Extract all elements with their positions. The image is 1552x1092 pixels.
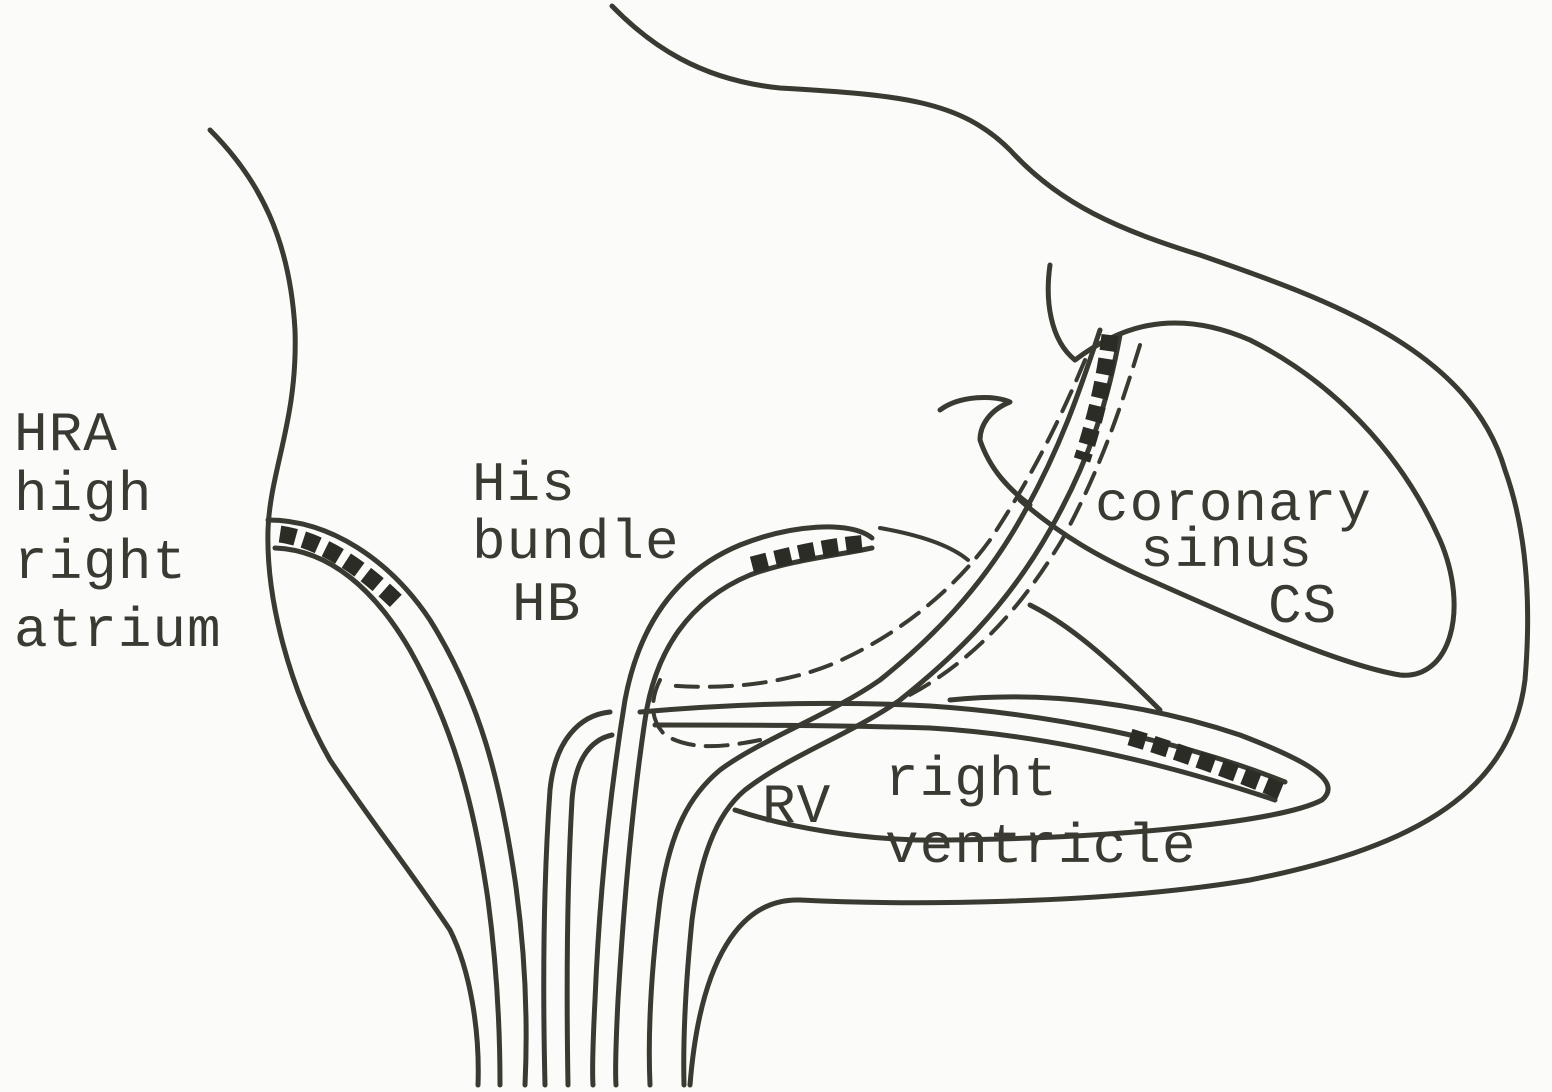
label-cs-line2: sinus xyxy=(1140,519,1313,583)
septal-line xyxy=(1030,605,1160,710)
label-his-abbr: HB xyxy=(512,573,581,637)
label-rv-abbr: RV xyxy=(762,775,831,839)
label-cs-abbr: CS xyxy=(1268,575,1337,639)
hb-catheter-inner xyxy=(616,548,872,1085)
label-his-line2: bundle xyxy=(472,511,680,575)
label-his-line1: His xyxy=(472,453,576,517)
label-rv-line1: right xyxy=(885,748,1058,812)
label-hra-abbr: HRA xyxy=(14,403,118,467)
hra-catheter-outer xyxy=(268,520,526,1085)
hra-catheter-inner xyxy=(275,548,500,1085)
his-region-line xyxy=(880,528,968,560)
cs-entrance-curl xyxy=(940,397,1030,505)
label-rv-line2: ventricle xyxy=(885,815,1196,879)
label-hra-line2: right xyxy=(14,531,187,595)
heart-outer-outline xyxy=(612,6,1528,1085)
coronary-sinus-loop xyxy=(1020,265,1454,675)
label-hra-line1: high xyxy=(14,463,152,527)
cs-sheath-left xyxy=(665,360,1085,687)
vessel-tube-inner xyxy=(567,735,612,1085)
label-hra-line3: atrium xyxy=(14,599,222,663)
cs-sheath-bottom xyxy=(653,680,760,746)
right-atrium-wall xyxy=(210,130,478,1085)
